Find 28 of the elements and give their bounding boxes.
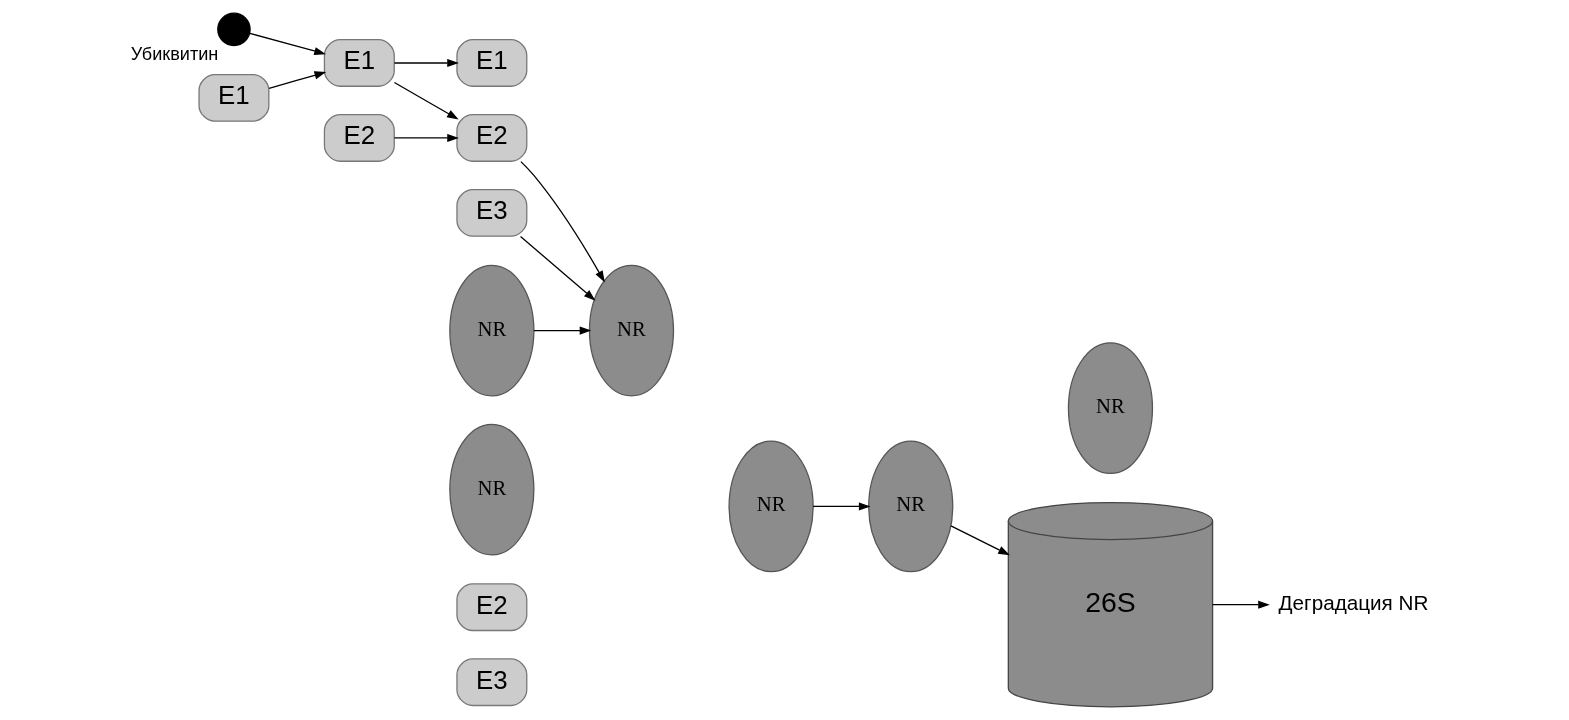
arrow (393, 81, 459, 120)
node-ellipse: NR (448, 264, 535, 397)
arrow (519, 160, 605, 283)
node-ellipse: NR (727, 440, 814, 573)
node-box: E2 (455, 583, 527, 632)
node-ellipse: NR (448, 423, 535, 556)
node-box: E3 (455, 189, 527, 237)
arrow (519, 235, 595, 301)
arrow (812, 502, 871, 511)
node-ellipse: NR (867, 440, 953, 573)
node-ellipse: NR (1067, 342, 1153, 475)
arrow (1211, 600, 1270, 609)
arrow (267, 71, 326, 89)
node-box: E3 (455, 658, 527, 707)
arrow (532, 326, 591, 335)
node-box: E2 (455, 114, 527, 162)
node-box: E2 (323, 114, 395, 162)
node-box: E1 (323, 39, 395, 87)
arrow (248, 32, 326, 56)
arrow (393, 133, 459, 143)
node-ellipse: NR (588, 264, 674, 397)
arrow (393, 58, 459, 68)
node-circle (216, 12, 251, 47)
node-box: E1 (197, 73, 269, 122)
node-text: Деградация NR (1278, 590, 1428, 614)
node-box: E1 (455, 39, 527, 87)
node-label: Убиквитин (130, 44, 218, 65)
arrow (949, 525, 1010, 556)
